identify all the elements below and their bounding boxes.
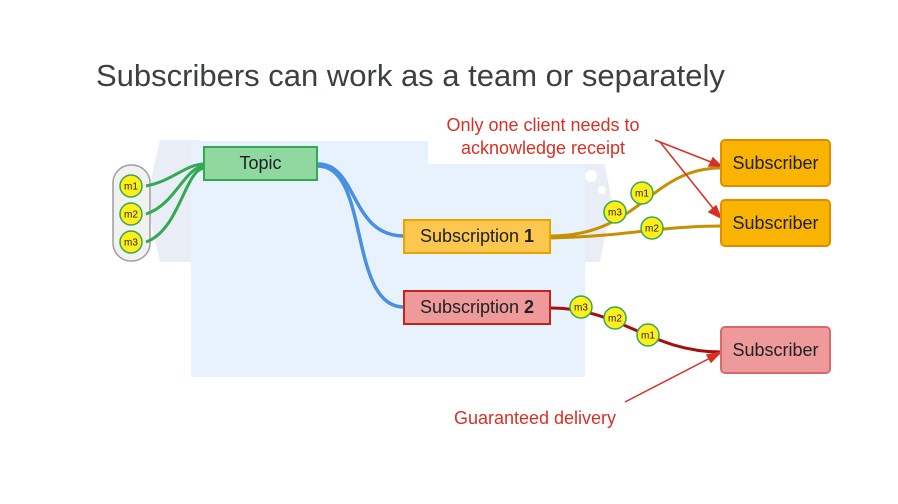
svg-text:m2: m2 (608, 314, 622, 325)
subscription-2-label: Subscription (419, 297, 520, 317)
message-m3: m3 (603, 200, 627, 224)
svg-text:m1: m1 (641, 331, 655, 342)
slide-title: Subscribers can work as a team or separa… (96, 58, 725, 93)
svg-text:m2: m2 (645, 224, 659, 235)
subscriber-team-2: Subscriber (720, 199, 831, 247)
subscription-1-number: 1 (524, 226, 535, 246)
svg-text:m3: m3 (608, 208, 622, 219)
svg-text:m2: m2 (124, 210, 138, 221)
subscription-1-label: Subscription (419, 226, 520, 246)
message-m1: m1 (119, 174, 143, 198)
svg-text:m3: m3 (124, 238, 138, 249)
topic-subscription-links (317, 162, 405, 309)
team-annotation-line-2: acknowledge receipt (460, 138, 626, 158)
team-annotation-line-1: Only one client needs to (446, 115, 640, 135)
publisher-topic-links (145, 162, 206, 244)
subscriber-separate: Subscriber (720, 326, 831, 374)
message-m2: m2 (119, 202, 143, 226)
message-m2: m2 (640, 216, 664, 240)
subscription-2-box: Subscription 2 (403, 290, 551, 325)
svg-text:m1: m1 (124, 182, 138, 193)
delivery-annotation: Guaranteed delivery (453, 408, 617, 428)
message-m1: m1 (630, 181, 654, 205)
topic-box: Topic (203, 146, 318, 181)
subscriber-team-1: Subscriber (720, 139, 831, 187)
message-m1: m1 (636, 323, 660, 347)
annotation-backdrop (428, 108, 658, 164)
svg-text:m1: m1 (635, 189, 649, 200)
annotation-arrows (624, 139, 724, 403)
subscription-2-number: 2 (524, 297, 535, 317)
message-m3: m3 (569, 295, 593, 319)
message-m2: m2 (603, 306, 627, 330)
subscription-1-box: Subscription 1 (403, 219, 551, 254)
message-m3: m3 (119, 230, 143, 254)
svg-text:m3: m3 (574, 303, 588, 314)
publisher-messages: m1 m2 m3 (119, 174, 143, 254)
team-annotation: Only one client needs to acknowledge rec… (436, 114, 650, 160)
subscription2-messages: m3 m2 m1 (569, 295, 660, 347)
subscription1-messages: m1 m3 m2 (603, 181, 664, 240)
